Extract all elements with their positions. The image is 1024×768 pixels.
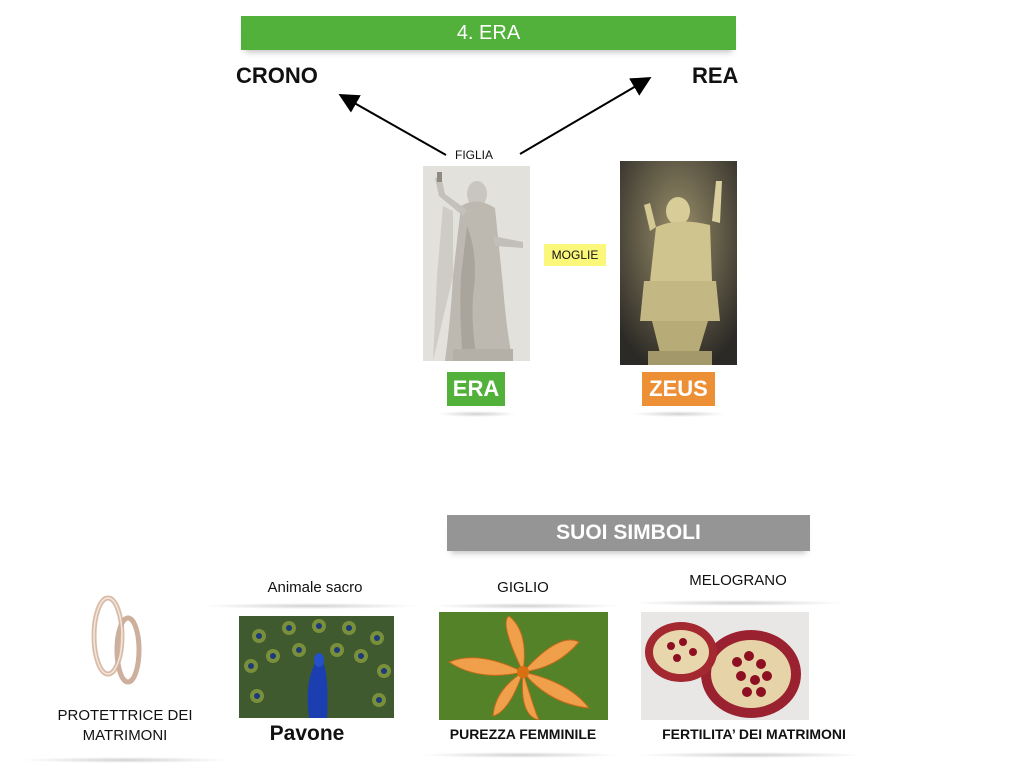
figlia-label: FIGLIA — [455, 148, 494, 162]
zeus-name-badge: ZEUS — [642, 372, 715, 406]
lily-caption-shadow — [420, 752, 620, 758]
parent-rea: REA — [692, 63, 739, 88]
parent-crono: CRONO — [236, 63, 318, 88]
animal-sacro-label: Animale sacro — [267, 579, 363, 596]
arrow-to-crono — [338, 94, 447, 156]
peacock-caption: Pavone — [269, 722, 345, 745]
pomegranate-caption: FERTILITA’ DEI MATRIMONI — [662, 726, 846, 742]
era-name-badge: ERA — [447, 372, 505, 406]
giglio-label: GIGLIO — [497, 579, 549, 596]
giglio-label-shadow — [430, 603, 620, 609]
protector-caption-shadow — [20, 757, 230, 763]
wedding-rings-icon — [84, 592, 148, 688]
moglie-label: MOGLIE — [544, 244, 606, 266]
melograno-label: MELOGRANO — [640, 568, 836, 594]
parent-arrows — [338, 76, 652, 156]
protector-caption: PROTETTRICE DEI MATRIMONI — [30, 706, 220, 746]
arrow-to-rea — [519, 76, 652, 155]
lily-caption: PUREZZA FEMMINILE — [449, 726, 597, 742]
peacock-image — [239, 616, 394, 718]
animal-label-shadow — [200, 603, 420, 609]
zeus-statue-image — [620, 161, 737, 365]
melograno-label-shadow — [630, 600, 846, 606]
pomegranate-caption-shadow — [636, 752, 866, 758]
title-bar: 4. ERA — [241, 16, 736, 50]
era-badge-shadow — [437, 411, 517, 417]
symbols-title: SUOI SIMBOLI — [556, 521, 701, 544]
lily-image — [439, 612, 608, 720]
era-statue-image — [423, 166, 530, 361]
symbols-title-bar: SUOI SIMBOLI — [447, 515, 810, 551]
pomegranate-image — [641, 612, 809, 720]
zeus-badge-shadow — [632, 411, 726, 417]
page-title: 4. ERA — [456, 22, 521, 44]
